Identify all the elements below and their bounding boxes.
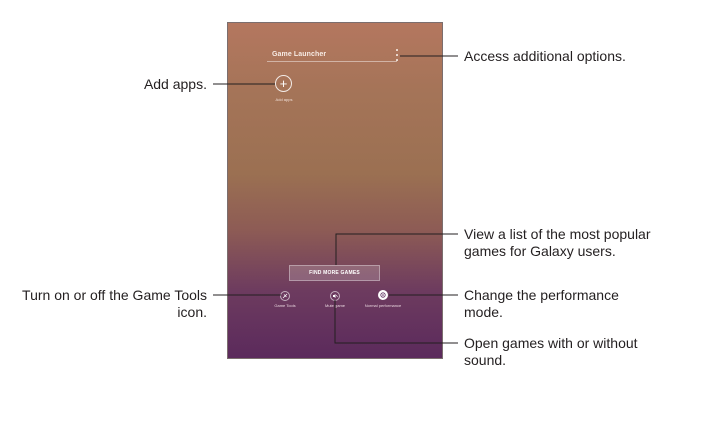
callout-performance-line2: mode. — [464, 304, 503, 320]
plus-icon: + — [279, 76, 288, 91]
performance-icon[interactable] — [378, 290, 388, 300]
callout-sound-line2: sound. — [464, 352, 507, 368]
add-apps-button[interactable]: + — [275, 75, 292, 92]
add-apps-label: Add apps — [275, 97, 293, 102]
app-title: Game Launcher — [272, 51, 327, 58]
more-options-icon[interactable] — [394, 49, 400, 61]
callout-game-tools-line2: icon. — [177, 304, 207, 320]
callout-game-tools-line1: Turn on or off the Game Tools — [22, 287, 207, 303]
callout-add-apps: Add apps. — [143, 76, 207, 92]
performance-label: Normal performance — [364, 303, 402, 308]
callout-access-options: Access additional options. — [464, 48, 626, 64]
game-tools-label: Game Tools — [274, 303, 296, 308]
find-more-games-button[interactable]: FIND MORE GAMES — [289, 265, 380, 281]
callout-popular-games-line1: View a list of the most popular — [464, 226, 651, 242]
game-tools-icon[interactable] — [280, 291, 290, 301]
callout-popular-games-line2: games for Galaxy users. — [464, 243, 616, 259]
title-divider — [267, 61, 397, 62]
callout-sound-line1: Open games with or without — [464, 335, 638, 351]
callout-performance-line1: Change the performance — [464, 287, 619, 303]
